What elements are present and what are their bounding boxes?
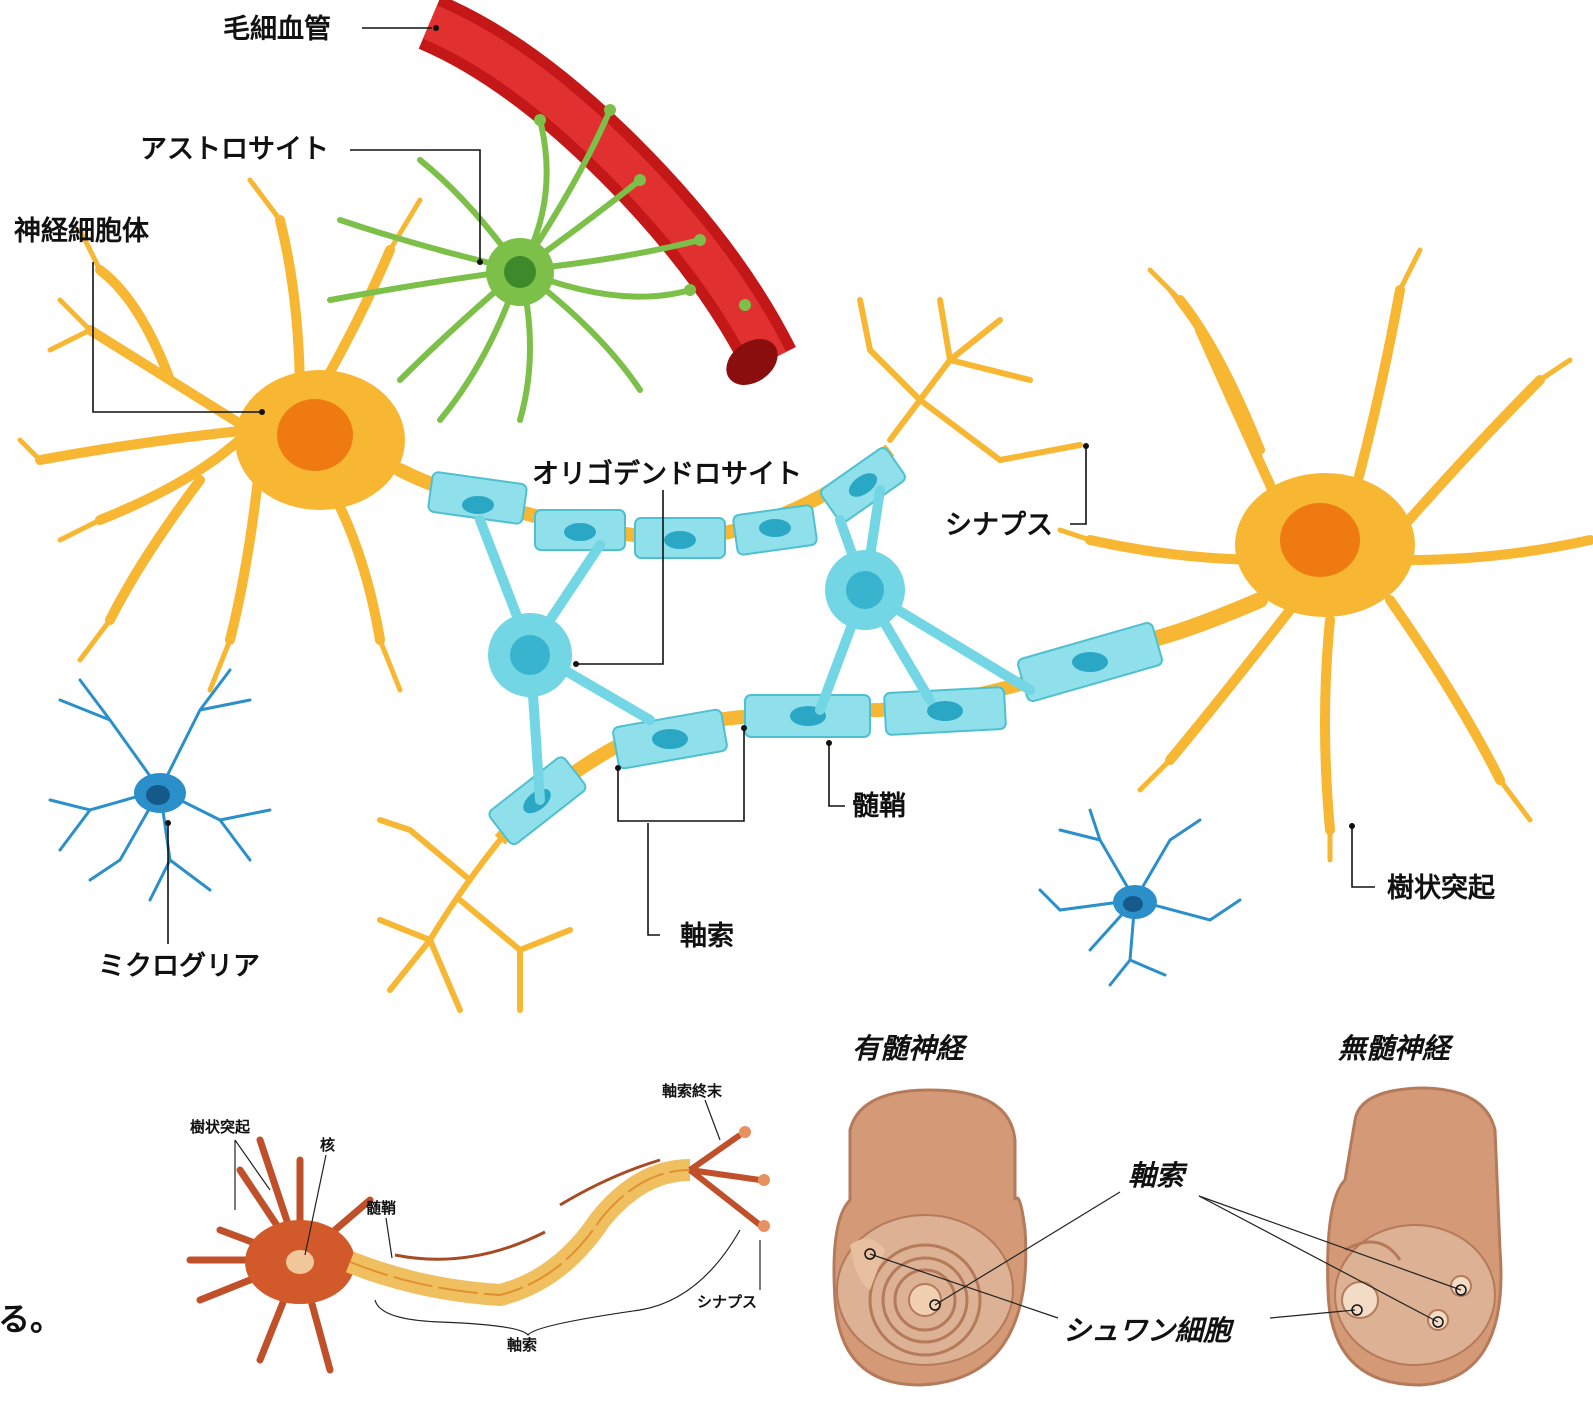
bottom-axon-terminal: [380, 820, 570, 1010]
lower-label-myelin: 髄鞘: [366, 1199, 396, 1217]
label-astrocyte: アストロサイト: [140, 134, 329, 165]
lower-label-synapse: シナプス: [697, 1293, 757, 1311]
label-synapse: シナプス: [945, 510, 1053, 541]
lower-label-axon: 軸索: [507, 1336, 537, 1354]
label-dendrite: 樹状突起: [1387, 872, 1496, 904]
label-schwann-cell: シュワン細胞: [1063, 1314, 1235, 1347]
left-neuron-nucleus: [277, 399, 353, 471]
label-microglia: ミクログリア: [98, 950, 260, 982]
right-neuron-nucleus: [1280, 503, 1360, 577]
lower-neuron: [190, 1100, 770, 1370]
label-cell-body: 神経細胞体: [14, 215, 150, 247]
myelin-lower: [487, 622, 1163, 847]
lower-label-dendrite: 樹状突起: [190, 1118, 251, 1136]
myelinated-cross-section: [834, 1090, 1026, 1385]
lower-label-nucleus: 核: [320, 1136, 335, 1154]
unmyelinated-cross-section: [1328, 1088, 1501, 1385]
label-cross-axon: 軸索: [1128, 1159, 1188, 1192]
fragment-text: る。: [0, 1300, 62, 1338]
label-myelin: 髄鞘: [852, 791, 906, 822]
label-myelinated-nerve: 有髄神経: [852, 1032, 968, 1065]
label-capillary: 毛細血管: [223, 14, 331, 45]
label-oligodendrocyte: オリゴデンドロサイト: [532, 458, 802, 490]
lower-label-axon-terminal: 軸索終末: [662, 1082, 723, 1100]
top-axon-terminal: [860, 300, 1080, 460]
label-unmyelinated-nerve: 無髄神経: [1337, 1032, 1454, 1065]
label-axon: 軸索: [680, 921, 734, 952]
